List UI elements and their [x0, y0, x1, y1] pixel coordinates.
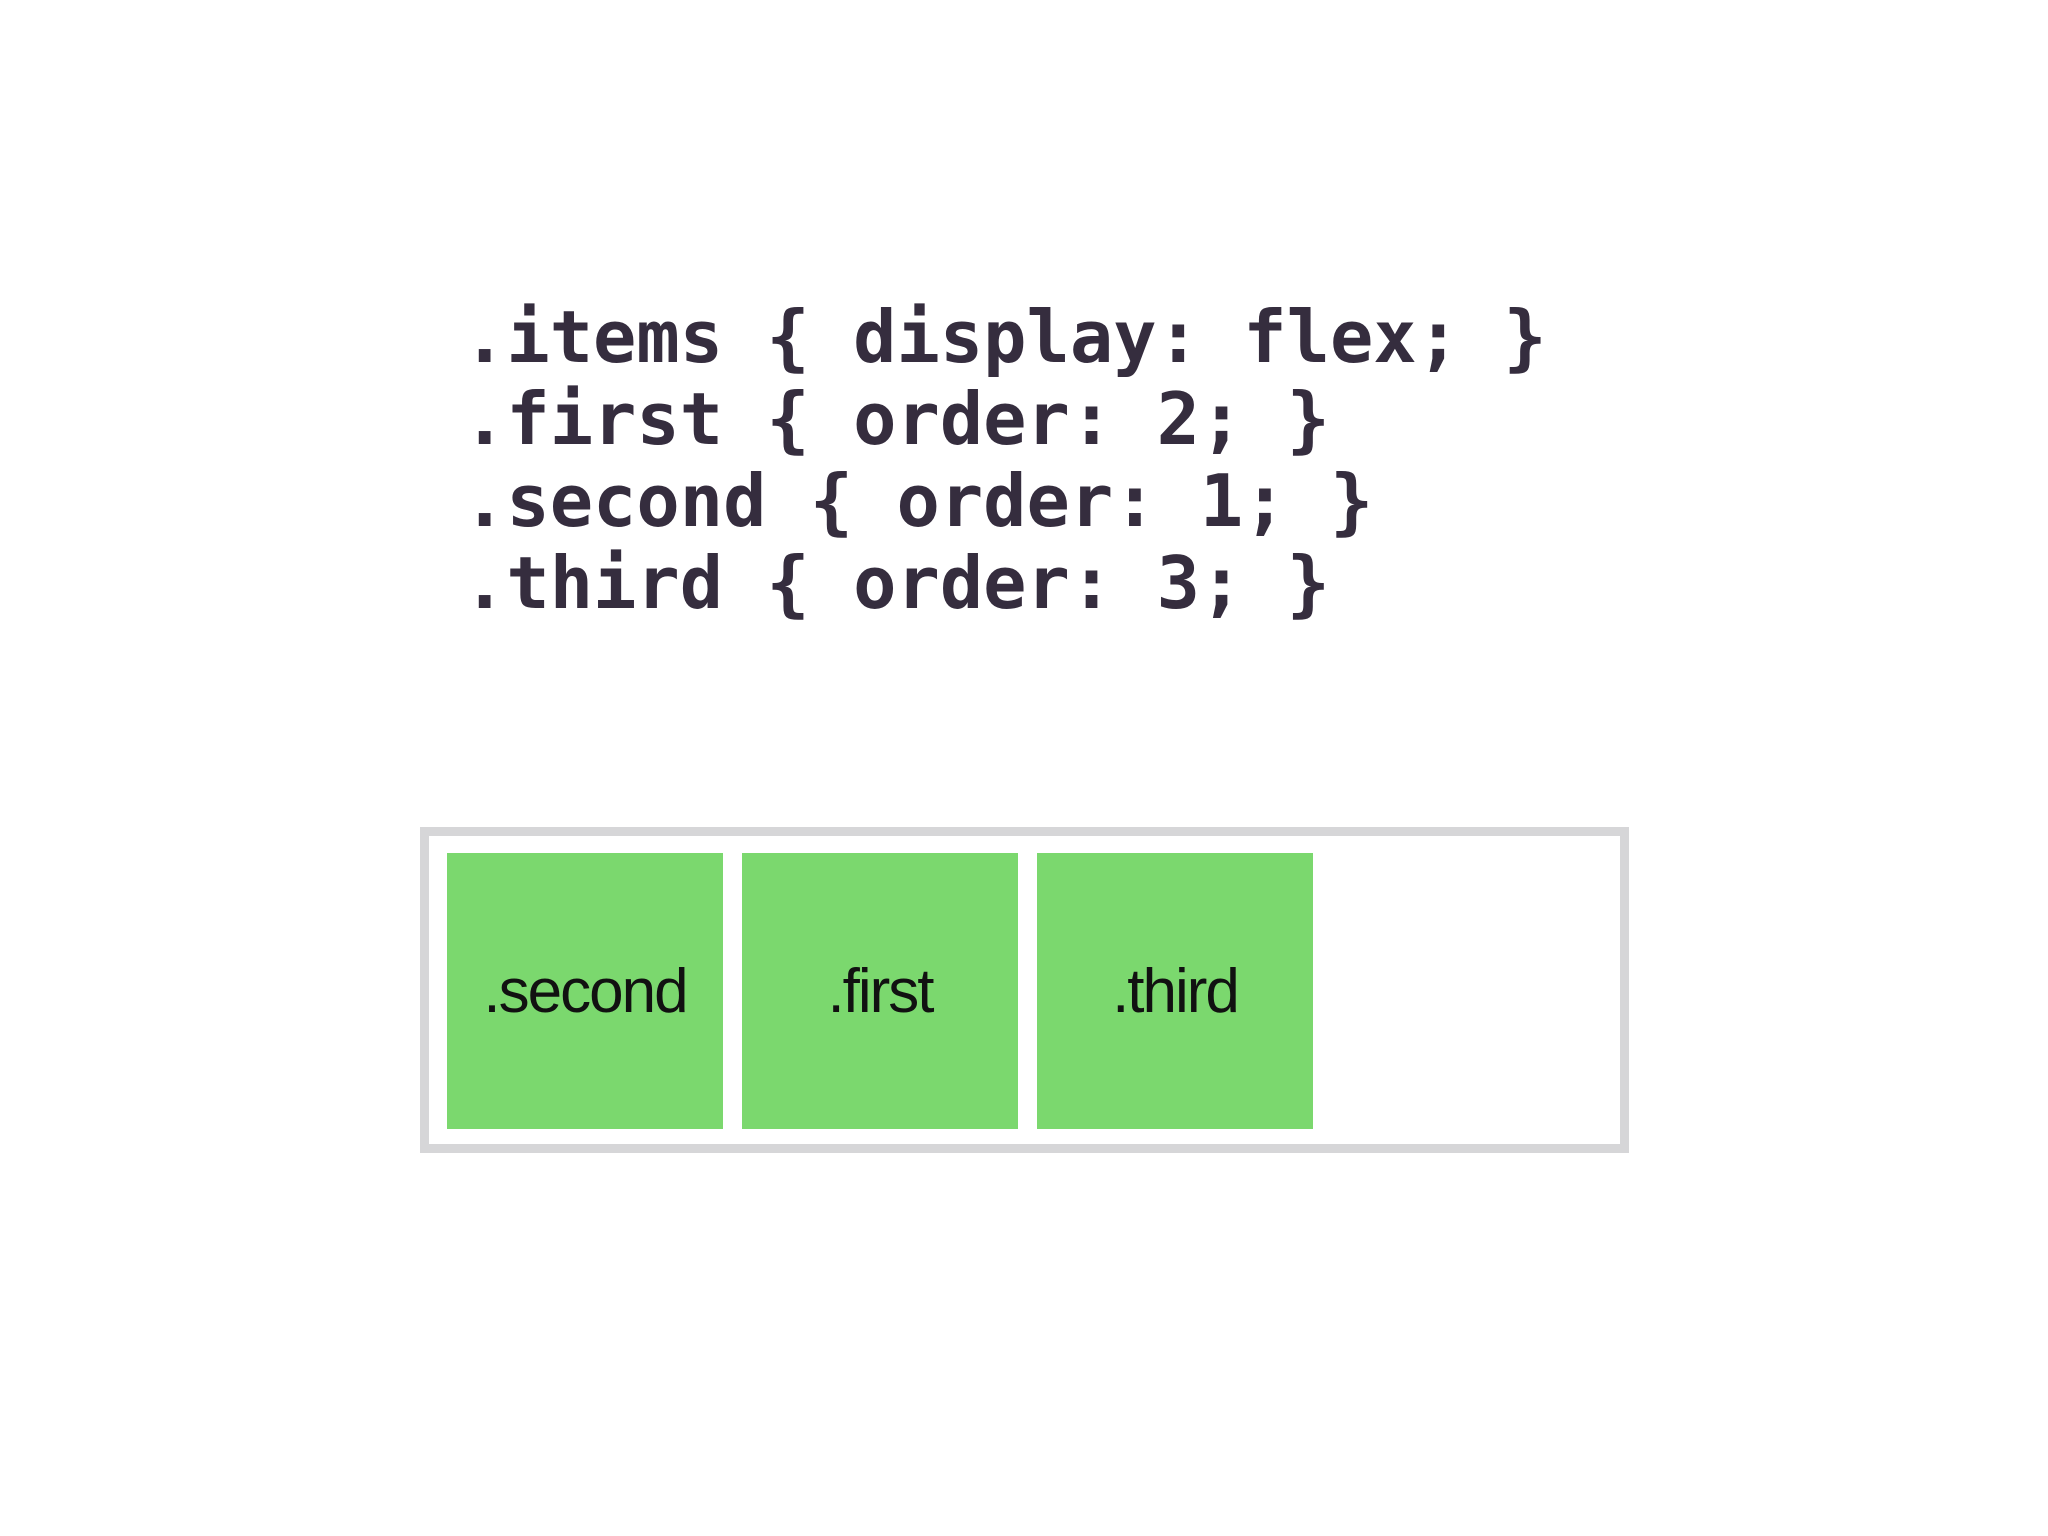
flex-container-items: .second .first .third [420, 827, 1629, 1153]
flex-item-first: .first [742, 853, 1018, 1129]
code-line-second: .second { order: 1; } [463, 459, 1374, 543]
flex-item-second: .second [447, 853, 723, 1129]
flex-item-third: .third [1037, 853, 1313, 1129]
css-code-block: .items { display: flex; }.first { order:… [463, 296, 1547, 624]
code-line-first: .first { order: 2; } [463, 377, 1330, 461]
code-line-items: .items { display: flex; } [463, 295, 1547, 379]
code-line-third: .third { order: 3; } [463, 541, 1330, 625]
